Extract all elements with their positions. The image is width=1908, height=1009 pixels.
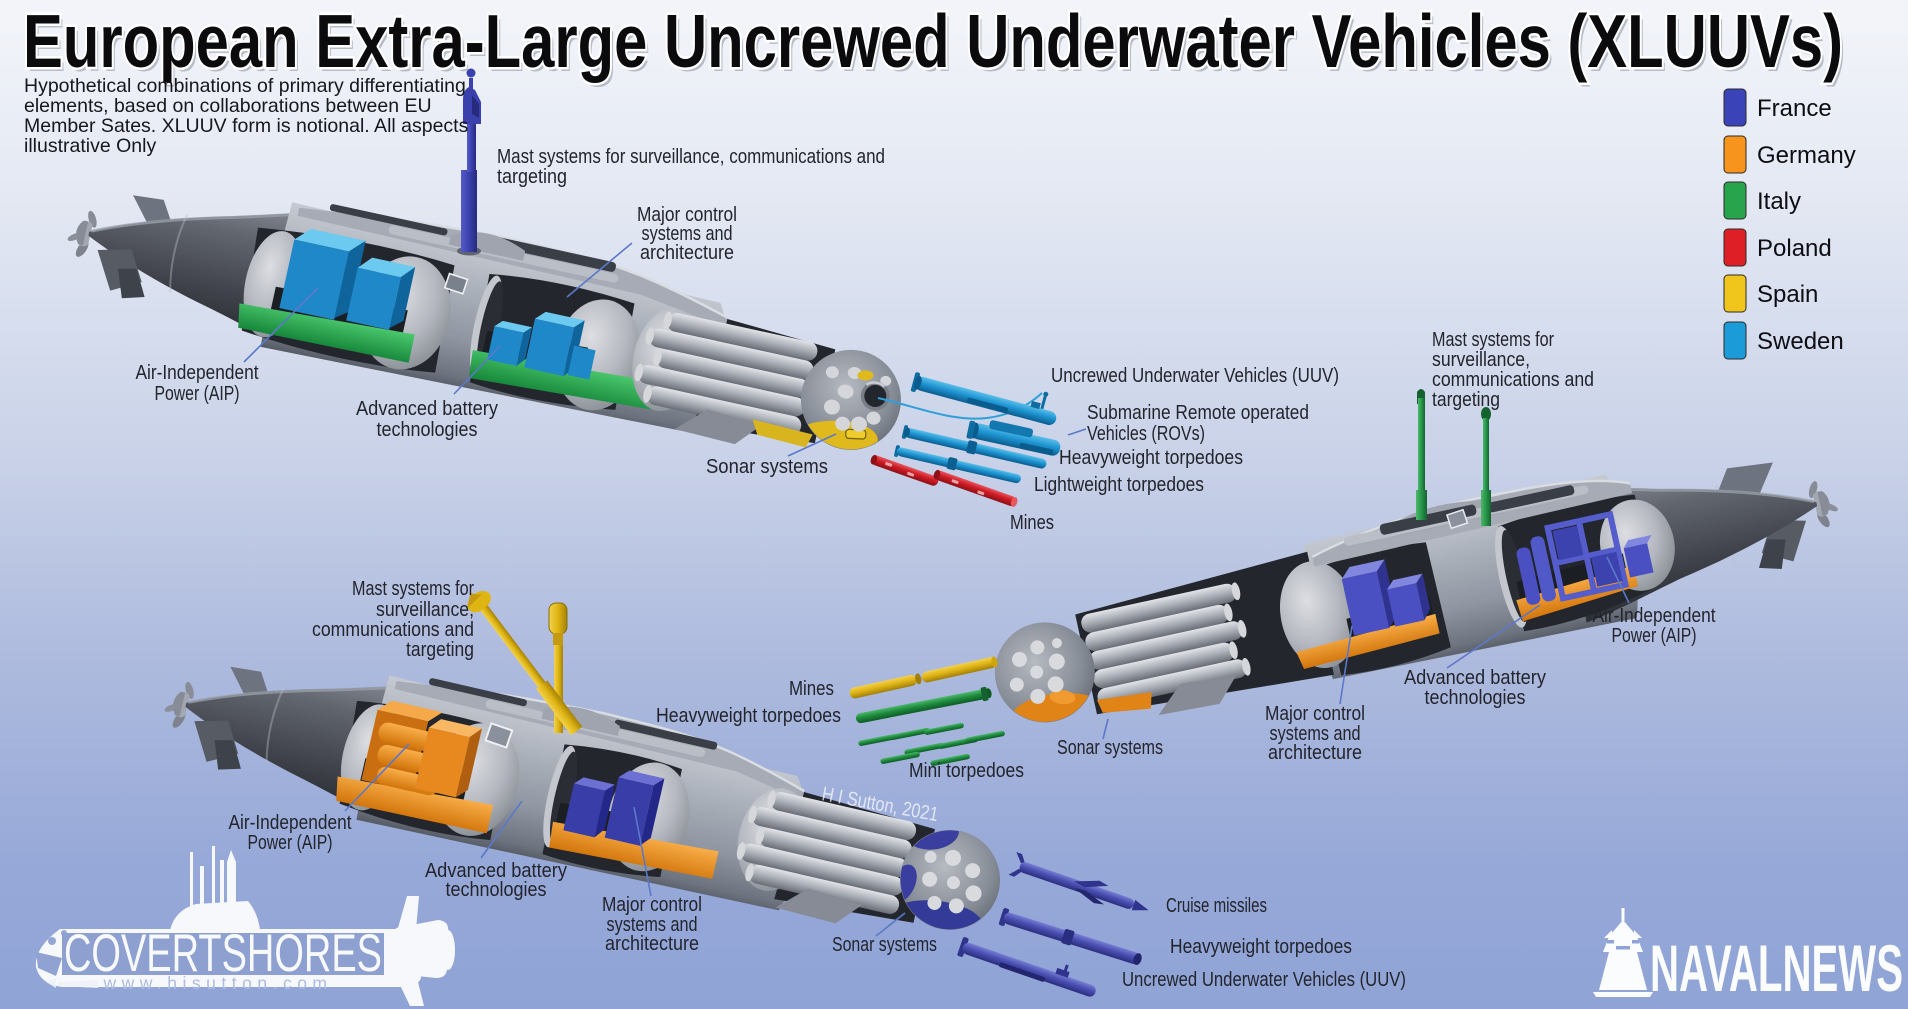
svg-text:Member Sates. XLUUV form is no: Member Sates. XLUUV form is notional. Al… — [24, 115, 469, 137]
svg-text:Major control: Major control — [602, 894, 702, 916]
svg-text:Sonar systems: Sonar systems — [1057, 737, 1163, 759]
svg-text:Air-Independent: Air-Independent — [229, 812, 352, 834]
svg-text:Air-Independent: Air-Independent — [136, 362, 259, 384]
svg-text:Uncrewed Underwater Vehicles (: Uncrewed Underwater Vehicles (UUV) — [1051, 365, 1339, 387]
svg-text:communications and: communications and — [1432, 369, 1594, 391]
svg-text:Power (AIP): Power (AIP) — [1612, 625, 1697, 647]
svg-text:Major control: Major control — [637, 204, 737, 226]
svg-text:COVERTSHORES: COVERTSHORES — [64, 924, 382, 983]
svg-text:Germany: Germany — [1757, 142, 1856, 169]
svg-text:architecture: architecture — [640, 242, 734, 264]
svg-text:systems and: systems and — [642, 223, 733, 245]
svg-text:Sonar systems: Sonar systems — [832, 934, 937, 956]
svg-text:Poland: Poland — [1757, 235, 1832, 262]
svg-text:Mines: Mines — [1010, 512, 1054, 534]
svg-text:surveillance,: surveillance, — [376, 599, 474, 621]
svg-text:Vehicles (ROVs): Vehicles (ROVs) — [1087, 423, 1205, 445]
svg-text:Heavyweight torpedoes: Heavyweight torpedoes — [1170, 936, 1352, 958]
svg-text:surveillance,: surveillance, — [1432, 349, 1530, 371]
svg-text:Advanced battery: Advanced battery — [356, 398, 498, 420]
svg-text:Major control: Major control — [1265, 703, 1365, 725]
svg-text:NAVALNEWS: NAVALNEWS — [1650, 931, 1903, 1005]
svg-text:Mast systems for surveillance,: Mast systems for surveillance, communica… — [497, 146, 885, 168]
svg-text:Mast systems for: Mast systems for — [352, 578, 474, 600]
svg-text:Uncrewed Underwater Vehicles (: Uncrewed Underwater Vehicles (UUV) — [1122, 969, 1406, 991]
svg-text:technologies: technologies — [446, 879, 547, 901]
svg-text:systems and: systems and — [1270, 723, 1361, 745]
svg-text:www.hisutton.com: www.hisutton.com — [102, 973, 332, 993]
svg-text:Heavyweight torpedoes: Heavyweight torpedoes — [656, 705, 841, 727]
svg-text:Sweden: Sweden — [1757, 328, 1844, 355]
svg-text:European Extra-Large Uncrewed: European Extra-Large Uncrewed Underwater… — [26, 3, 1846, 87]
svg-text:technologies: technologies — [1425, 687, 1526, 709]
svg-text:systems and: systems and — [607, 914, 698, 936]
svg-text:illustrative Only: illustrative Only — [24, 135, 156, 157]
svg-text:communications and: communications and — [312, 619, 474, 641]
svg-text:architecture: architecture — [605, 933, 699, 955]
svg-text:European Extra-Large Uncrewed: European Extra-Large Uncrewed Underwater… — [23, 0, 1843, 83]
svg-text:Power (AIP): Power (AIP) — [155, 383, 240, 405]
svg-text:France: France — [1757, 95, 1832, 122]
svg-text:targeting: targeting — [406, 639, 474, 661]
svg-text:Air-Independent: Air-Independent — [1593, 605, 1716, 627]
svg-text:Submarine Remote operated: Submarine Remote operated — [1087, 402, 1309, 424]
svg-text:Heavyweight torpedoes: Heavyweight torpedoes — [1059, 447, 1243, 469]
svg-text:Hypothetical combinations of p: Hypothetical combinations of primary dif… — [24, 75, 466, 97]
svg-text:Mini torpedoes: Mini torpedoes — [909, 760, 1024, 782]
svg-text:architecture: architecture — [1268, 742, 1362, 764]
svg-text:Italy: Italy — [1757, 188, 1801, 215]
svg-text:targeting: targeting — [1432, 389, 1500, 411]
svg-text:Advanced battery: Advanced battery — [1404, 667, 1546, 689]
svg-text:Mast systems for: Mast systems for — [1432, 329, 1554, 351]
svg-text:Cruise missiles: Cruise missiles — [1166, 895, 1267, 917]
svg-text:Sonar systems: Sonar systems — [706, 456, 828, 478]
svg-text:targeting: targeting — [497, 166, 567, 188]
svg-text:Power (AIP): Power (AIP) — [248, 832, 333, 854]
svg-text:technologies: technologies — [377, 419, 478, 441]
svg-text:Mines: Mines — [789, 678, 834, 700]
svg-text:elements, based on collaborati: elements, based on collaborations betwee… — [24, 95, 432, 117]
svg-text:Advanced battery: Advanced battery — [425, 860, 567, 882]
svg-text:Spain: Spain — [1757, 281, 1818, 308]
svg-text:Lightweight torpedoes: Lightweight torpedoes — [1034, 474, 1204, 496]
